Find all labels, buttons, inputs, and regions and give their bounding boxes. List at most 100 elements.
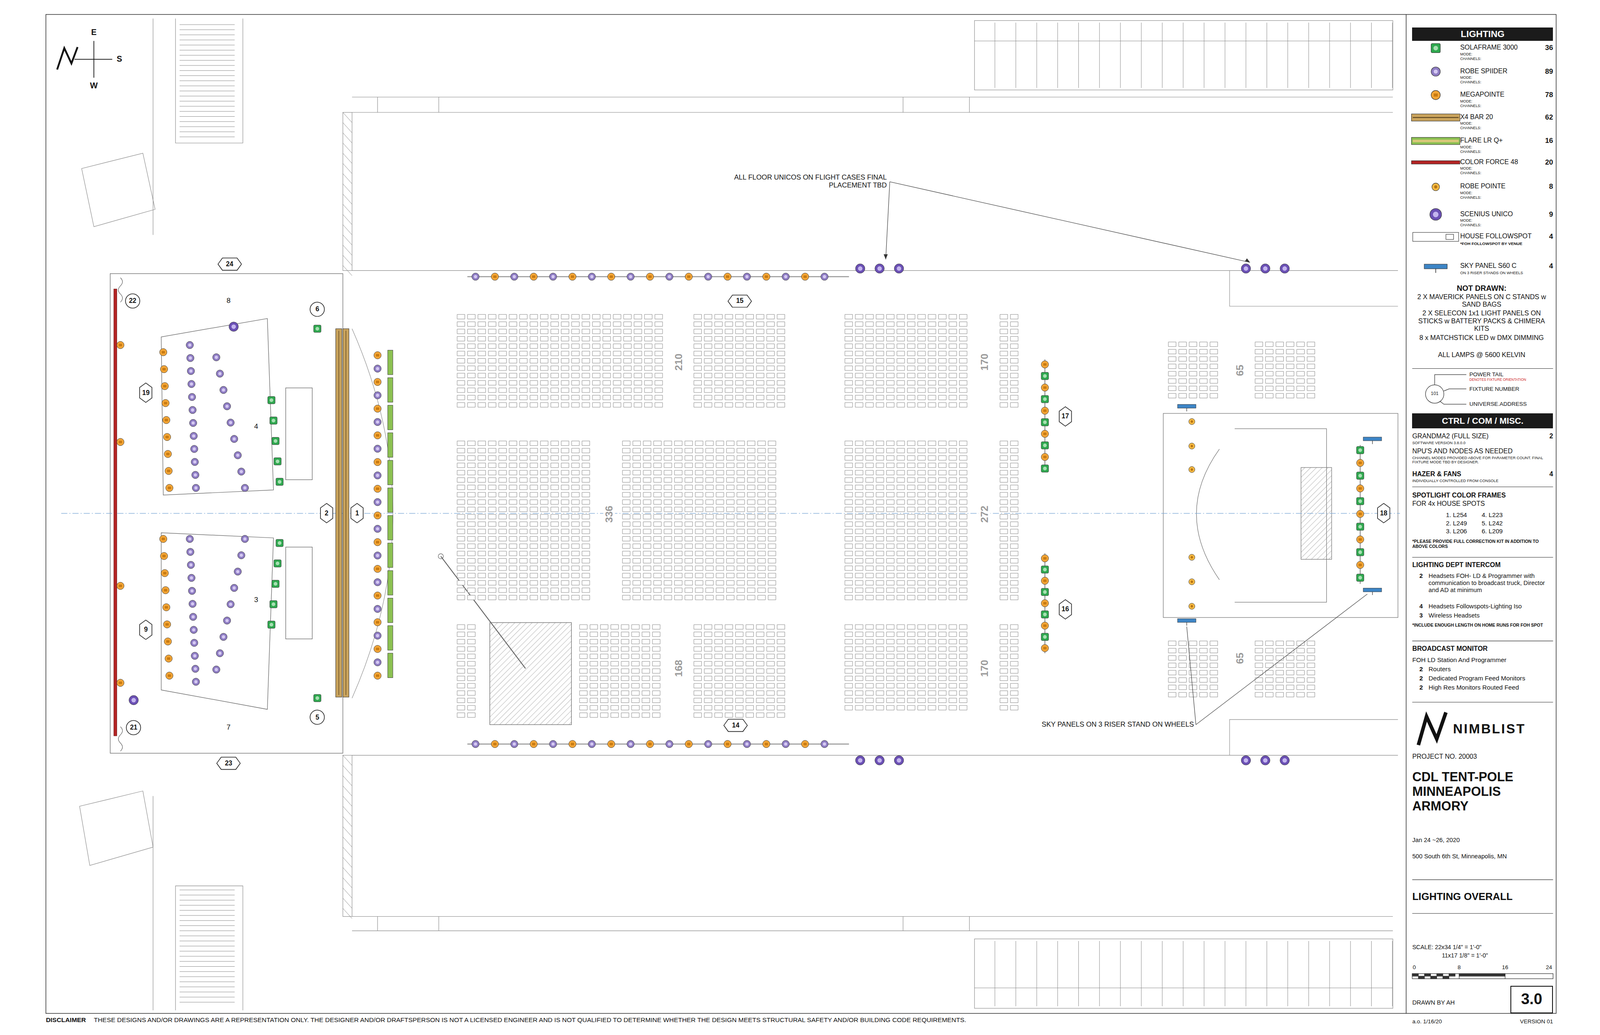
fixture-lens	[269, 622, 274, 627]
title-block-text: SCALE: 22x34 1/4" = 1'-0"	[1412, 943, 1482, 951]
fixture-lens	[162, 367, 166, 371]
legend-detail: ON 3 RISER STANDS ON WHEELS	[1460, 270, 1524, 276]
spiider-fixture	[782, 272, 790, 281]
sheet-frame	[45, 14, 1556, 1014]
legend-label: COLOR FORCE 48	[1460, 158, 1519, 166]
fixture-lens	[493, 275, 497, 278]
legend-detail: CHANNELS:	[1460, 222, 1482, 228]
title-block-text: FOR 4x HOUSE SPOTS	[1412, 500, 1485, 508]
megapointe-fixture	[165, 484, 174, 492]
legend-symbol	[1431, 43, 1441, 53]
stair-walls	[152, 18, 243, 1010]
megapointe-fixture	[373, 592, 382, 600]
fixture-lens	[764, 742, 768, 746]
legend-symbol	[1411, 160, 1460, 165]
stage-platform	[161, 318, 274, 495]
tag-shape	[139, 383, 152, 403]
sheet-border	[45, 14, 1556, 1014]
spiider-fixture	[190, 639, 198, 647]
fixture-lens	[745, 742, 749, 746]
megapointe-fixture	[1041, 622, 1049, 630]
title-block-text: LIGHTING DEPT INTERCOM	[1412, 561, 1501, 569]
compass-letter: E	[91, 27, 97, 38]
node-label: 14	[732, 722, 740, 729]
fixture-lens	[275, 459, 280, 464]
title-block-text: Routers	[1428, 665, 1451, 673]
fixture-lens	[473, 742, 478, 746]
fixture-lens	[188, 537, 192, 541]
legend-detail: CHANNELS:	[1460, 195, 1482, 200]
solaframe-fixture	[1356, 574, 1365, 582]
fixture-lens	[803, 742, 807, 746]
spiider-fixture	[216, 649, 224, 658]
title-block-text: FOH LD Station And Programmer	[1412, 656, 1507, 664]
fixture-lens	[239, 470, 243, 474]
fixture-lens	[214, 355, 218, 360]
fixture-lens	[857, 757, 863, 763]
spiider-fixture	[373, 418, 382, 426]
fixture-lens	[1190, 556, 1193, 559]
fixture-lens	[551, 742, 555, 746]
fixture-lens	[375, 620, 380, 624]
legend-symbol	[1431, 90, 1441, 100]
spiider-fixture	[820, 272, 829, 281]
fixture-lens	[1358, 550, 1363, 555]
fixture-lens	[822, 275, 827, 279]
chair-block	[457, 314, 663, 408]
megapointe-fixture	[1041, 407, 1049, 415]
legend-label: MEGAPOINTE	[1460, 90, 1505, 99]
fixture-lens	[1190, 605, 1193, 608]
x4-bar-cells	[338, 330, 346, 695]
fixture-lens	[1262, 757, 1268, 763]
fixture-lens	[165, 623, 169, 626]
fixture-lens	[1282, 266, 1288, 271]
building-detail	[179, 22, 1393, 1007]
fixture-lens	[232, 586, 236, 590]
seat-count: 272	[978, 504, 991, 525]
fixture-lens	[164, 606, 168, 609]
fixture-lens	[269, 398, 274, 403]
spiider-fixture	[186, 548, 195, 556]
fixture-lens	[192, 641, 196, 645]
fixture-lens	[375, 594, 380, 597]
legend-label: ROBE SPIIDER	[1460, 67, 1508, 75]
megapointe-fixture	[161, 569, 169, 578]
fixture-lens	[163, 401, 168, 405]
megapointe-fixture	[165, 672, 174, 680]
truss-tag: 9	[139, 619, 153, 640]
truss-tag: 5	[309, 709, 325, 725]
title-column-divider	[1405, 14, 1407, 1014]
megapointe-fixture	[373, 378, 382, 386]
truss-tag: 16	[1058, 599, 1073, 620]
b-stage	[1163, 413, 1398, 618]
fixture-lens	[232, 437, 236, 441]
solaframe-fixture	[1041, 465, 1049, 473]
fixture-lens	[1358, 448, 1363, 453]
truss-tag: 14	[723, 718, 748, 733]
title-block-text: BROADCAST MONITOR	[1412, 645, 1488, 653]
node-label: 5	[315, 714, 320, 721]
megapointe-fixture	[530, 272, 538, 281]
node-label: 17	[1061, 412, 1070, 420]
solaframe-fixture	[270, 600, 278, 608]
fixture-lens	[1043, 557, 1047, 560]
legend-detail: MODE:	[1460, 121, 1473, 126]
fixture-lens	[375, 393, 380, 398]
pointe-fixture	[1188, 578, 1195, 585]
fixture-lens	[590, 742, 594, 746]
building-hatch	[179, 22, 1393, 1007]
chair-block	[693, 624, 785, 718]
spiider-fixture	[189, 613, 198, 621]
megapointe-fixture	[1356, 561, 1365, 569]
fixture-lens	[1282, 757, 1288, 763]
fixture-lens	[551, 275, 555, 279]
logo-mark	[1418, 712, 1446, 745]
fixture-lens	[221, 635, 225, 639]
megapointe-fixture	[607, 740, 615, 748]
pointe-fixture	[1188, 603, 1195, 610]
fixture-lens	[375, 420, 380, 424]
flare-fixture	[387, 570, 393, 595]
node-label: 16	[1061, 605, 1070, 613]
key-leader	[1434, 374, 1467, 405]
fixture-lens	[375, 540, 380, 544]
